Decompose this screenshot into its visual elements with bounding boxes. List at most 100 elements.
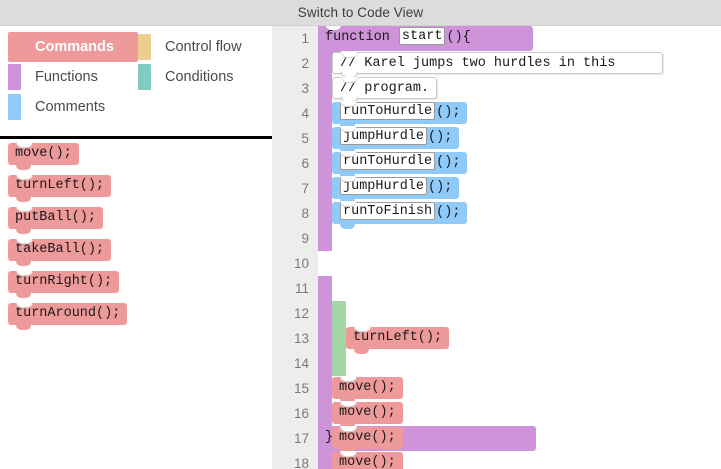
line-number: 12 xyxy=(293,306,309,321)
block-code-editor[interactable]: 1 2 3 4 5 6 7 8 9 10 11 12 13 14 15 16 1… xyxy=(272,26,721,469)
command-block[interactable]: turnLeft(); xyxy=(346,326,450,354)
line-number: 5 xyxy=(301,131,309,146)
legend-item-conditions[interactable]: Conditions xyxy=(138,62,268,92)
comment-block[interactable]: // program. xyxy=(332,77,438,103)
functions-color-swatch xyxy=(8,64,21,90)
line-number: 14 xyxy=(293,356,309,371)
category-legend: Commands Functions Comments Control flow… xyxy=(0,26,272,134)
legend-item-control-flow[interactable]: Control flow xyxy=(138,32,268,62)
function-start-block[interactable]: function start(){ xyxy=(318,26,533,56)
code-line-8[interactable]: runToFinish(); xyxy=(318,201,721,229)
line-number: 7 xyxy=(301,181,309,196)
code-line-1[interactable]: function start(){ xyxy=(318,26,721,56)
palette-divider xyxy=(0,136,272,139)
palette-block-row: takeBall(); xyxy=(0,238,272,271)
call-parens: (); xyxy=(428,130,453,145)
legend-label-control-flow: Control flow xyxy=(165,39,242,55)
call-name-chip[interactable]: jumpHurdle xyxy=(340,177,428,195)
legend-label-comments: Comments xyxy=(35,99,106,115)
control-flow-color-swatch xyxy=(138,34,151,60)
line-number: 8 xyxy=(301,206,309,221)
palette-block-row: turnRight(); xyxy=(0,270,272,303)
call-parens: (); xyxy=(428,180,453,195)
code-line-12[interactable]: while (leftIsClear()) { xyxy=(318,301,721,326)
code-line-18[interactable]: move(); xyxy=(318,451,721,469)
call-name-chip[interactable]: runToHurdle xyxy=(340,102,436,120)
call-parens: (); xyxy=(436,105,461,120)
command-block[interactable]: move(); xyxy=(332,401,403,429)
palette-block-takeball[interactable]: takeBall(); xyxy=(8,238,112,266)
legend-column-right: Control flow Conditions xyxy=(138,32,268,92)
legend-item-functions[interactable]: Functions xyxy=(8,62,136,92)
block-canvas[interactable]: function start(){ // Karel jumps two hur… xyxy=(318,26,721,469)
command-block[interactable]: move(); xyxy=(332,426,403,454)
function-call-block[interactable]: jumpHurdle(); xyxy=(332,176,460,204)
palette-block-row: turnAround(); xyxy=(0,302,272,335)
function-start-spine xyxy=(318,26,332,251)
comments-color-swatch xyxy=(8,94,21,120)
line-number: 16 xyxy=(293,406,309,421)
code-line-5[interactable]: jumpHurdle(); xyxy=(318,126,721,154)
palette-block-turnright[interactable]: turnRight(); xyxy=(8,270,120,298)
palette-block-turnleft[interactable]: turnLeft(); xyxy=(8,174,112,202)
palette-block-row: move(); xyxy=(0,142,272,175)
code-line-9[interactable]: } xyxy=(318,226,721,456)
line-number: 3 xyxy=(301,81,309,96)
code-line-2[interactable]: // Karel jumps two hurdles in this xyxy=(318,51,721,78)
while-loop-spine xyxy=(332,301,346,376)
line-number: 9 xyxy=(301,231,309,246)
comment-block[interactable]: // Karel jumps two hurdles in this xyxy=(332,52,663,78)
legend-item-commands[interactable]: Commands xyxy=(8,32,138,62)
function-keyword: function xyxy=(325,30,390,45)
line-number: 17 xyxy=(293,431,309,446)
line-number: 2 xyxy=(301,56,309,71)
palette-block-row: turnLeft(); xyxy=(0,174,272,207)
call-name-chip[interactable]: runToFinish xyxy=(340,202,436,220)
line-number: 15 xyxy=(293,381,309,396)
line-number: 10 xyxy=(293,256,309,271)
legend-item-comments[interactable]: Comments xyxy=(8,92,136,122)
code-line-11[interactable]: function runToFinish(){ xyxy=(318,276,721,301)
code-line-13[interactable]: turnLeft(); xyxy=(318,326,721,354)
line-number: 13 xyxy=(293,331,309,346)
function-runtofinish-spine xyxy=(318,276,332,469)
legend-column-left: Commands Functions Comments xyxy=(8,32,138,122)
command-block[interactable]: move(); xyxy=(332,376,403,404)
line-number: 4 xyxy=(301,106,309,121)
call-name-chip[interactable]: jumpHurdle xyxy=(340,127,428,145)
legend-label-commands: Commands xyxy=(35,39,114,55)
function-call-block[interactable]: runToHurdle(); xyxy=(332,101,468,129)
line-number: 1 xyxy=(301,31,309,46)
call-parens: (); xyxy=(436,205,461,220)
code-line-10[interactable] xyxy=(318,251,721,276)
code-line-4[interactable]: runToHurdle(); xyxy=(318,101,721,129)
code-line-6[interactable]: runToHurdle(); xyxy=(318,151,721,179)
code-line-16[interactable]: move(); xyxy=(318,401,721,429)
function-call-block[interactable]: runToFinish(); xyxy=(332,201,468,229)
palette-block-putball[interactable]: putBall(); xyxy=(8,206,104,234)
line-number: 11 xyxy=(294,281,309,296)
legend-label-functions: Functions xyxy=(35,69,98,85)
palette-block-row: putBall(); xyxy=(0,206,272,239)
call-name-chip[interactable]: runToHurdle xyxy=(340,152,436,170)
palette-block-turnaround[interactable]: turnAround(); xyxy=(8,302,128,330)
code-line-7[interactable]: jumpHurdle(); xyxy=(318,176,721,204)
line-number: 6 xyxy=(301,156,309,171)
block-palette-panel: Commands Functions Comments Control flow… xyxy=(0,26,272,469)
palette-block-move[interactable]: move(); xyxy=(8,142,79,170)
line-number-gutter: 1 2 3 4 5 6 7 8 9 10 11 12 13 14 15 16 1… xyxy=(272,26,318,469)
code-line-14[interactable]: } xyxy=(318,351,721,376)
function-name-chip[interactable]: start xyxy=(398,27,446,45)
code-line-15[interactable]: move(); xyxy=(318,376,721,404)
switch-to-code-view-button[interactable]: Switch to Code View xyxy=(297,5,424,20)
function-call-block[interactable]: runToHurdle(); xyxy=(332,151,468,179)
line-number: 18 xyxy=(293,456,309,469)
code-line-3[interactable]: // program. xyxy=(318,76,721,103)
conditions-color-swatch xyxy=(138,64,151,90)
code-line-17[interactable]: move(); xyxy=(318,426,721,454)
function-call-block[interactable]: jumpHurdle(); xyxy=(332,126,460,154)
legend-label-conditions: Conditions xyxy=(165,69,234,85)
command-block[interactable]: move(); xyxy=(332,451,403,469)
call-parens: (); xyxy=(436,155,461,170)
function-parens: (){ xyxy=(446,30,471,45)
